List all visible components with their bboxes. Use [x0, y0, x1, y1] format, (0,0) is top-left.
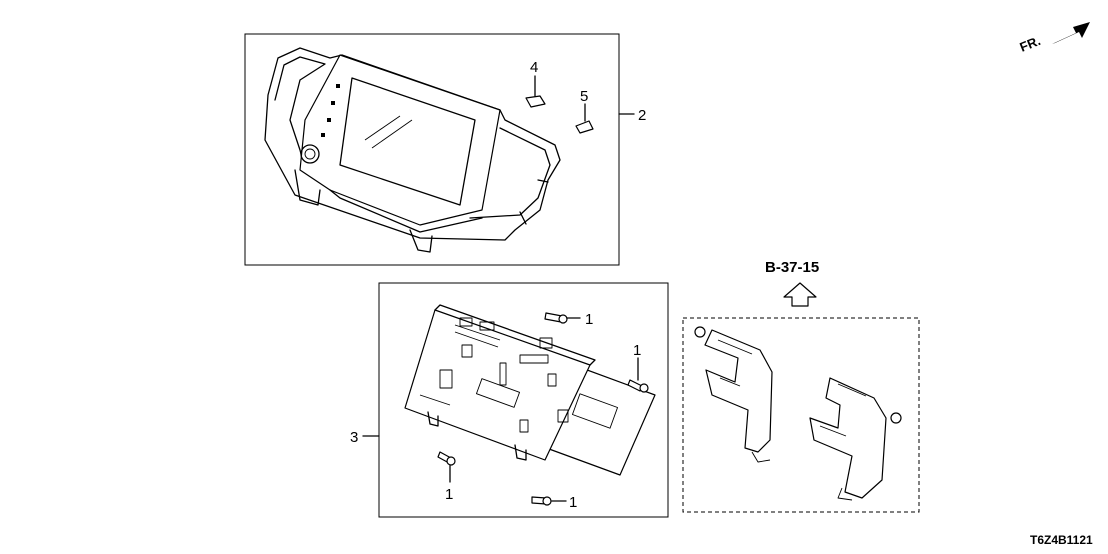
callout-1-bottom-left: 1 — [445, 486, 453, 503]
screw-part-1-right — [627, 379, 649, 393]
callout-2: 2 — [638, 107, 646, 124]
screw-part-1-bottom-right — [531, 496, 552, 506]
reference-label: B-37-15 — [765, 259, 819, 276]
clip-part-4 — [525, 75, 546, 108]
display-unit-illustration — [264, 47, 561, 253]
callout-1-top: 1 — [585, 311, 593, 328]
diagram-code: T6Z4B1121 — [1030, 533, 1093, 547]
front-label: FR. — [1018, 33, 1043, 55]
front-direction-indicator: FR. — [1018, 22, 1090, 55]
screw-part-1-top — [544, 312, 568, 324]
callout-1-right: 1 — [633, 342, 641, 359]
callout-1-bottom-right: 1 — [569, 494, 577, 511]
reference-bracket-box — [682, 317, 920, 513]
control-unit-illustration — [404, 304, 656, 476]
callout-4: 4 — [530, 59, 538, 76]
display-assembly-box — [244, 33, 620, 266]
clip-part-5 — [575, 103, 594, 134]
bracket-right-illustration — [809, 377, 902, 501]
callout-3: 3 — [350, 429, 358, 446]
reference-arrow-icon — [783, 282, 817, 307]
bracket-left-illustration — [694, 326, 773, 463]
front-arrow-icon — [1052, 22, 1090, 44]
callout-5: 5 — [580, 88, 588, 105]
screw-part-1-bottom-left — [437, 451, 456, 466]
unit-assembly-box — [378, 282, 669, 518]
